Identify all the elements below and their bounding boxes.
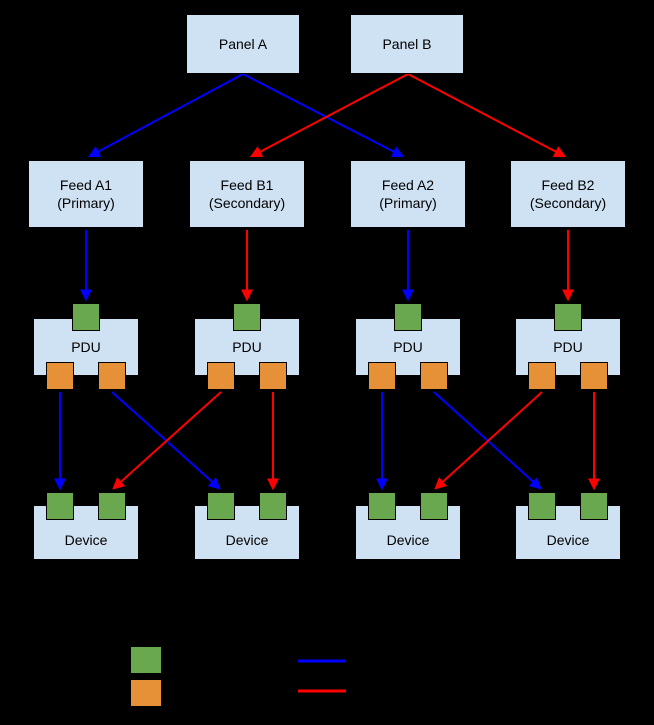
arrow-pdu-4-to-device-3 — [434, 391, 543, 490]
pdu-4-label: PDU — [553, 339, 583, 355]
pdu-3-label: PDU — [393, 339, 423, 355]
pdu-1-output-port-right — [98, 362, 126, 390]
pdu-1-input-port — [72, 303, 100, 331]
panel-a-label: Panel A — [218, 36, 268, 52]
arrow-pdu-1-to-device-2 — [111, 391, 221, 490]
device-2-label: Device — [225, 532, 269, 548]
feed-b2-role: (Secondary) — [529, 195, 607, 211]
panel-b-label: Panel B — [382, 36, 432, 52]
legend-green-swatch-icon — [130, 646, 162, 674]
pdu-1-label: PDU — [71, 339, 101, 355]
device-2-input-port-right — [259, 492, 287, 520]
feed-b1-box: Feed B1 (Secondary) — [189, 160, 305, 228]
pdu-4-output-port-left — [528, 362, 556, 390]
device-2-input-port-left — [207, 492, 235, 520]
device-4-input-port-right — [580, 492, 608, 520]
feed-a2-box: Feed A2 (Primary) — [350, 160, 466, 228]
device-1-input-port-right — [98, 492, 126, 520]
feed-a1-role: (Primary) — [57, 195, 115, 211]
feed-b1-role: (Secondary) — [208, 195, 286, 211]
device-4-label: Device — [546, 532, 590, 548]
pdu-3-output-port-left — [368, 362, 396, 390]
feed-a1-name: Feed A1 — [59, 177, 113, 193]
pdu-4-output-port-right — [580, 362, 608, 390]
device-4-input-port-left — [528, 492, 556, 520]
pdu-3-output-port-right — [420, 362, 448, 390]
device-3-label: Device — [386, 532, 430, 548]
arrow-panel-a-to-feed-a2 — [242, 73, 405, 158]
pdu-3-input-port — [394, 303, 422, 331]
pdu-2-output-port-left — [207, 362, 235, 390]
pdu-1-output-port-left — [46, 362, 74, 390]
pdu-2-label: PDU — [232, 339, 262, 355]
feed-b2-name: Feed B2 — [541, 177, 595, 193]
feed-a1-box: Feed A1 (Primary) — [28, 160, 144, 228]
device-3-input-port-left — [368, 492, 396, 520]
pdu-4-input-port — [554, 303, 582, 331]
arrow-panel-a-to-feed-a1 — [87, 73, 244, 158]
device-1-input-port-left — [46, 492, 74, 520]
panel-a-box: Panel A — [186, 14, 300, 74]
arrow-pdu-3-to-device-4 — [433, 391, 542, 490]
arrow-panel-b-to-feed-b2 — [407, 73, 567, 158]
device-1-label: Device — [64, 532, 108, 548]
legend-orange-swatch-icon — [130, 679, 162, 707]
feed-a2-role: (Primary) — [379, 195, 437, 211]
feed-a2-name: Feed A2 — [381, 177, 435, 193]
device-3-input-port-right — [420, 492, 448, 520]
pdu-2-output-port-right — [259, 362, 287, 390]
panel-b-box: Panel B — [350, 14, 464, 74]
feed-b2-box: Feed B2 (Secondary) — [510, 160, 626, 228]
feed-b1-name: Feed B1 — [220, 177, 274, 193]
pdu-2-input-port — [233, 303, 261, 331]
arrow-panel-b-to-feed-b1 — [249, 73, 409, 158]
arrow-pdu-2-to-device-1 — [112, 391, 222, 490]
